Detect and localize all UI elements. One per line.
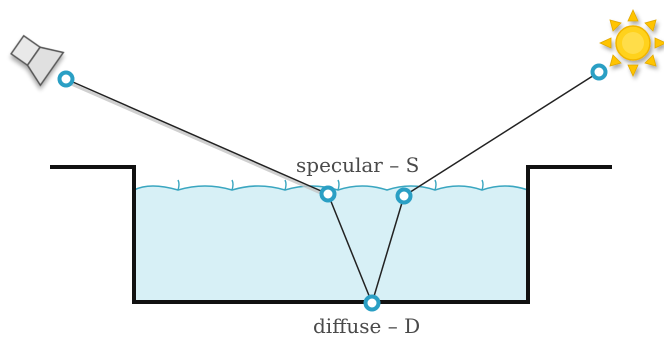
diffuse-label: diffuse – D — [313, 314, 420, 338]
ray-nodes — [57, 63, 608, 312]
sun-icon — [599, 9, 664, 77]
ray-shadows — [68, 81, 331, 199]
specular-label: specular – S — [296, 153, 419, 177]
ray-camera-to-specular — [65, 78, 329, 195]
specular-node-left — [319, 185, 337, 203]
water-body — [134, 186, 528, 302]
light-rays — [65, 71, 600, 304]
camera-icon — [10, 34, 65, 87]
specular-node-right — [395, 187, 413, 205]
ray-refraction-to-sun — [403, 71, 600, 197]
tank-wall — [50, 165, 612, 304]
ray-diffuse-to-refraction — [371, 195, 405, 304]
ray-specular-to-diffuse — [327, 193, 373, 304]
diffuse-node — [363, 294, 381, 312]
camera-node — [57, 70, 75, 88]
wave-ticks — [177, 179, 484, 191]
sun-node — [590, 63, 608, 81]
